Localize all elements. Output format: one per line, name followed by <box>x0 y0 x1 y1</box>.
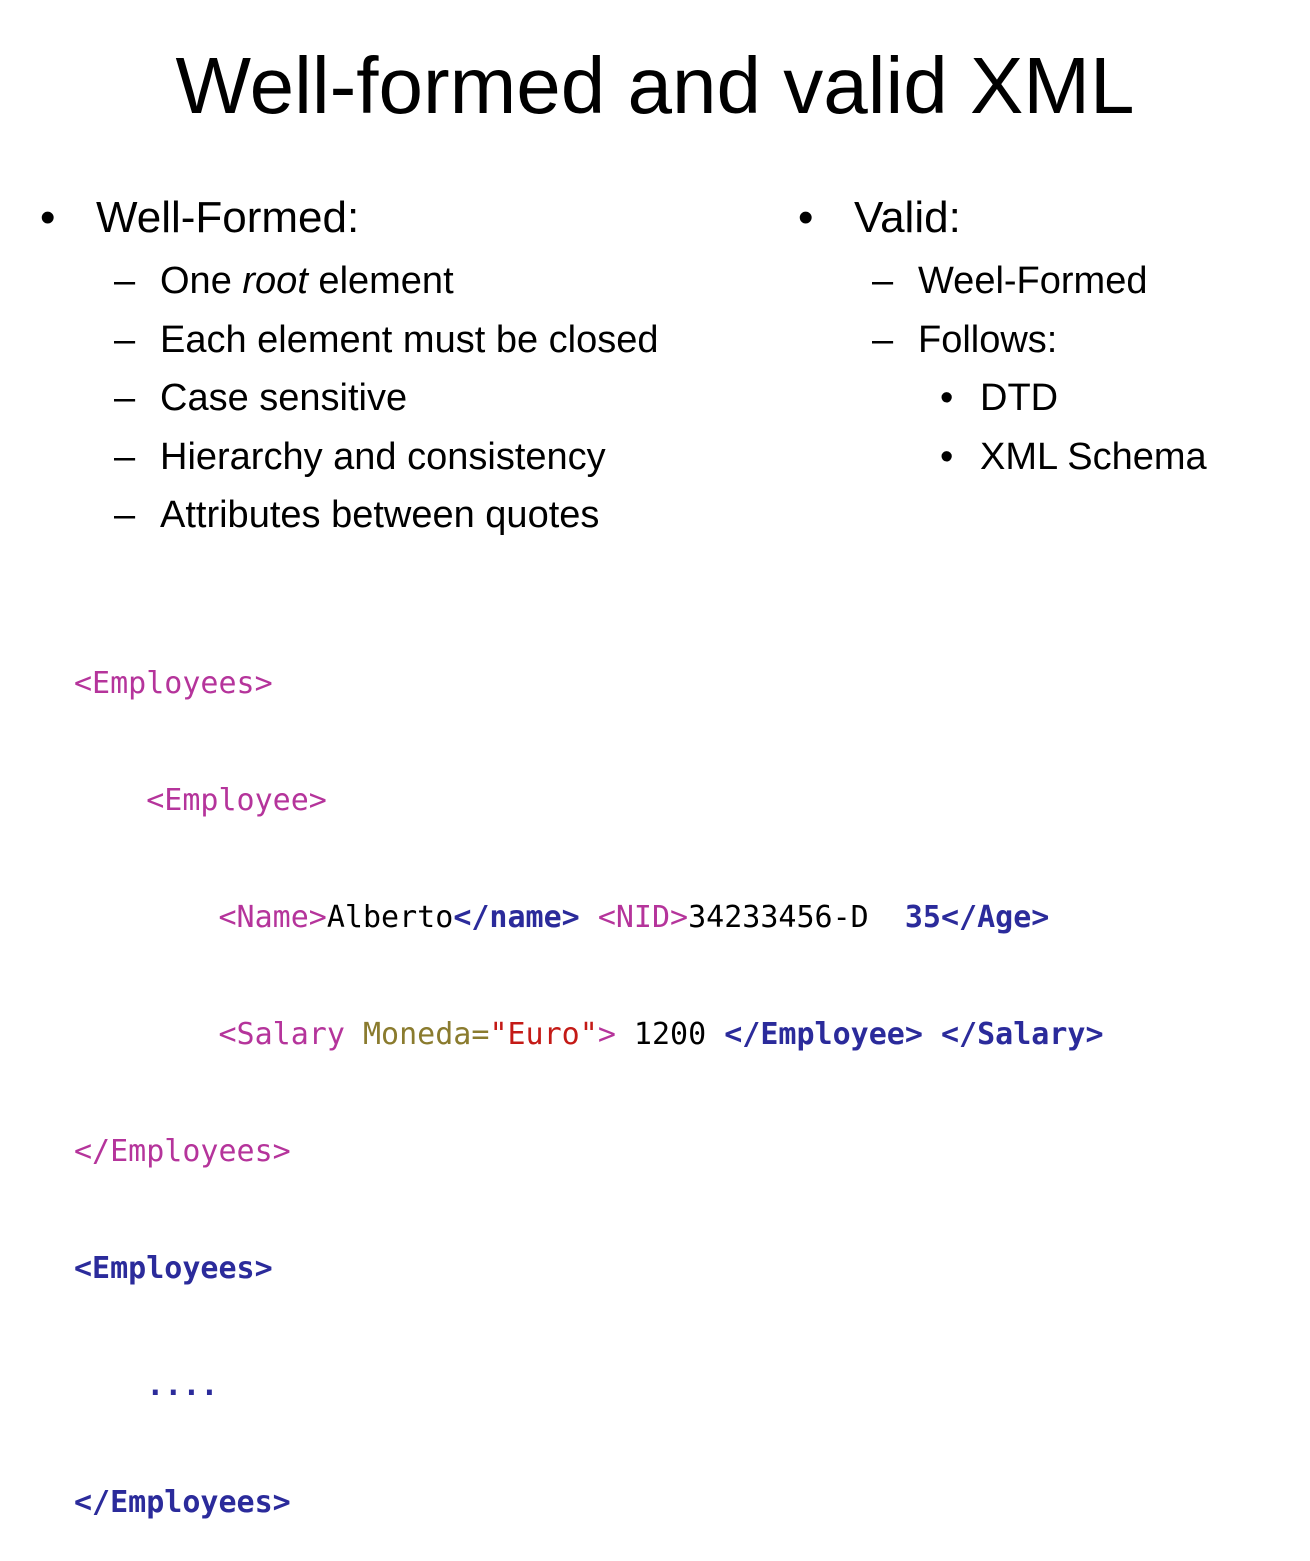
xml-tag: <Employee> <box>146 783 327 818</box>
valid-heading-row: • Valid: <box>798 190 1298 246</box>
xml-tag: <Employees> <box>74 666 273 701</box>
code-line: .... <box>74 1366 1294 1405</box>
xml-code-sample: <Employees> <Employee> <Name>Alberto</na… <box>74 586 1294 1561</box>
sub-list-item: • DTD <box>798 369 1298 428</box>
list-item: – Hierarchy and consistency <box>40 428 760 487</box>
bullet-icon: • <box>798 193 814 242</box>
valid-heading: Valid: <box>854 193 961 242</box>
code-line: <Name>Alberto</name> <NID>34233456-D 35<… <box>74 898 1294 937</box>
xml-attribute-value: "Euro" <box>489 1017 598 1052</box>
code-line: <Salary Moneda="Euro"> 1200 </Employee> … <box>74 1015 1294 1054</box>
xml-text: 34233456-D <box>688 900 905 935</box>
list-item-text: Hierarchy and consistency <box>160 435 606 478</box>
dash-icon: – <box>114 260 136 302</box>
list-item-text: Follows: <box>918 318 1058 361</box>
xml-tag: </Employee> <box>724 1017 923 1052</box>
code-line: <Employees> <box>74 664 1294 703</box>
dash-icon: – <box>872 260 894 302</box>
xml-tag: <Employees> <box>74 1251 273 1286</box>
sub-list-item: • XML Schema <box>798 428 1298 487</box>
xml-text: 35 <box>904 900 941 935</box>
bullet-icon: • <box>940 435 954 478</box>
xml-tag: <Name> <box>218 900 327 935</box>
dash-icon: – <box>114 494 136 536</box>
xml-tag: </Age> <box>941 900 1050 935</box>
list-item: – Weel-Formed <box>798 252 1298 311</box>
list-item: – Follows: <box>798 311 1298 370</box>
xml-attribute: Moneda= <box>363 1017 490 1052</box>
well-formed-heading: Well-Formed: <box>96 193 360 242</box>
xml-tag: <NID> <box>597 900 689 935</box>
xml-ellipsis: .... <box>146 1368 219 1403</box>
sub-list-item-text: XML Schema <box>980 435 1207 478</box>
bullet-icon: • <box>40 193 56 242</box>
bullet-icon: • <box>940 377 954 419</box>
slide-title: Well-formed and valid XML <box>175 41 1135 130</box>
list-item: – Each element must be closed <box>40 311 760 370</box>
xml-tag: </Employees> <box>74 1134 291 1169</box>
well-formed-heading-row: • Well-Formed: <box>40 190 760 246</box>
dash-icon: – <box>114 318 136 361</box>
list-item-text: Weel-Formed <box>918 260 1148 302</box>
xml-tag: <Salary <box>218 1017 363 1052</box>
list-item-text: One root element <box>160 260 454 302</box>
dash-icon: – <box>114 435 136 478</box>
list-item: – Case sensitive <box>40 369 760 428</box>
list-item-text: Case sensitive <box>160 377 408 419</box>
dash-icon: – <box>872 318 894 361</box>
xml-tag: </name> <box>453 900 580 935</box>
code-line: </Employees> <box>74 1132 1294 1171</box>
list-item-text: Attributes between quotes <box>160 494 600 536</box>
dash-icon: – <box>114 377 136 419</box>
xml-tag: > <box>597 1017 616 1052</box>
xml-text: 1200 <box>615 1017 725 1052</box>
list-item: – Attributes between quotes <box>40 486 760 545</box>
well-formed-column: • Well-Formed: – One root element – Each… <box>40 190 760 545</box>
xml-text: Alberto <box>326 900 454 935</box>
sub-list-item-text: DTD <box>980 377 1059 419</box>
root-emphasis: root <box>242 260 308 302</box>
valid-column: • Valid: – Weel-Formed – Follows: • DTD … <box>798 190 1298 486</box>
list-item: – One root element <box>40 252 760 311</box>
code-line: <Employee> <box>74 781 1294 820</box>
xml-tag: </Salary> <box>941 1017 1104 1052</box>
code-line: </Employees> <box>74 1483 1294 1522</box>
xml-tag: </Employees> <box>74 1485 291 1520</box>
code-line: <Employees> <box>74 1249 1294 1288</box>
list-item-text: Each element must be closed <box>160 318 659 361</box>
